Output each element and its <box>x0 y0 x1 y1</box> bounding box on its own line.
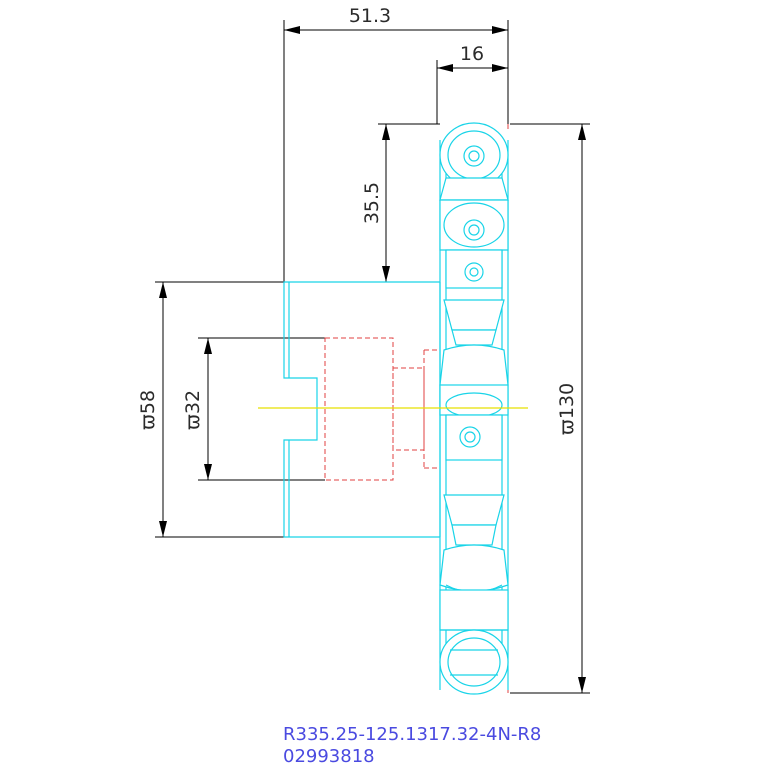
dim-bore-diameter: ϖ32 <box>182 390 204 430</box>
dimension-lines <box>155 20 590 694</box>
item-number: 02993818 <box>283 746 375 767</box>
dim-cutter-diameter: ϖ130 <box>556 383 578 435</box>
dim-hub-diameter: ϖ58 <box>137 390 159 430</box>
cutter-body <box>283 122 509 695</box>
dim-height-upper: 35.5 <box>361 182 383 224</box>
part-code: R335.25-125.1317.32-4N-R8 <box>283 724 541 745</box>
dim-overall-width: 51.3 <box>349 5 391 27</box>
dim-insert-offset: 16 <box>460 43 484 65</box>
